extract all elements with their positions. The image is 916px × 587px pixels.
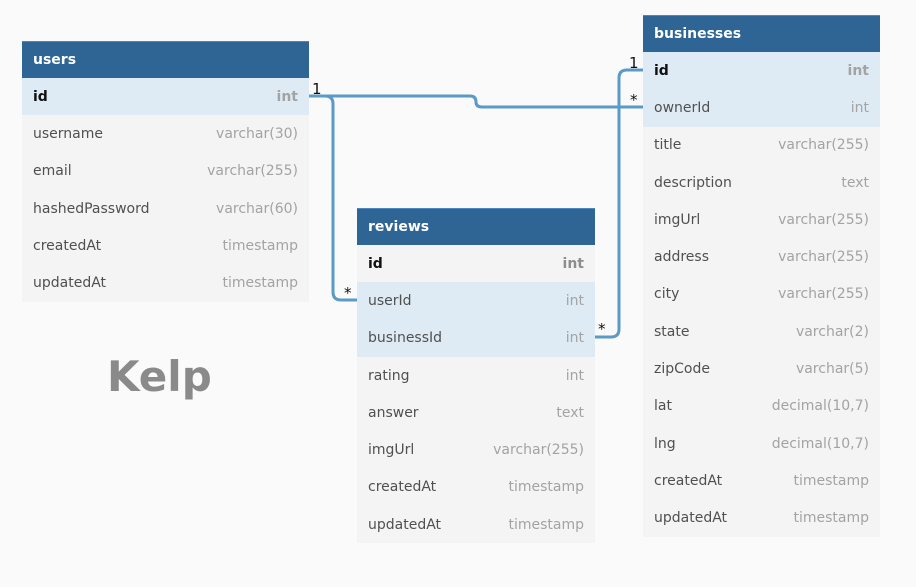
field-name: username <box>33 125 103 142</box>
field-type: varchar(2) <box>795 323 869 340</box>
table-users[interactable]: users id int username varchar(30) email … <box>22 41 309 302</box>
field-name: updatedAt <box>654 510 728 527</box>
field-name: email <box>33 163 72 180</box>
field-type: varchar(255) <box>493 442 584 459</box>
field-name: userId <box>368 292 412 309</box>
field-type: timestamp <box>508 479 584 496</box>
field-type: timestamp <box>222 275 298 292</box>
field-row[interactable]: username varchar(30) <box>22 115 309 152</box>
field-type: int <box>850 99 869 116</box>
card-reviews-business-many: * <box>598 320 606 338</box>
field-type: varchar(5) <box>795 361 869 378</box>
field-row[interactable]: updatedAt timestamp <box>22 264 309 301</box>
field-type: text <box>841 174 869 191</box>
field-row[interactable]: userId int <box>357 282 595 320</box>
field-name: hashedPassword <box>33 200 150 217</box>
field-row[interactable]: lng decimal(10,7) <box>643 425 880 462</box>
field-type: timestamp <box>222 237 298 254</box>
field-row[interactable]: lat decimal(10,7) <box>643 388 880 425</box>
field-row[interactable]: description text <box>643 164 880 201</box>
field-type: int <box>565 330 584 347</box>
field-row[interactable]: city varchar(255) <box>643 276 880 313</box>
field-name: lat <box>654 398 672 415</box>
field-row[interactable]: email varchar(255) <box>22 153 309 190</box>
field-name: createdAt <box>33 237 102 254</box>
field-type: int <box>276 88 298 105</box>
card-businesses-one: 1 <box>629 54 639 72</box>
field-row[interactable]: updatedAt timestamp <box>357 506 595 543</box>
field-type: varchar(255) <box>778 249 869 266</box>
field-name: rating <box>368 367 410 384</box>
field-name: id <box>368 255 383 272</box>
field-type: varchar(255) <box>778 137 869 154</box>
field-row[interactable]: id int <box>22 78 309 116</box>
field-type: text <box>556 404 584 421</box>
field-name: zipCode <box>654 361 710 378</box>
field-name: imgUrl <box>654 211 701 228</box>
field-row[interactable]: hashedPassword varchar(60) <box>22 190 309 227</box>
field-type: decimal(10,7) <box>771 435 869 452</box>
field-type: varchar(255) <box>207 163 298 180</box>
card-reviews-user-many: * <box>344 284 352 302</box>
field-type: timestamp <box>793 472 869 489</box>
field-type: int <box>565 367 584 384</box>
field-name: description <box>654 174 732 191</box>
field-row[interactable]: imgUrl varchar(255) <box>643 201 880 238</box>
rel-users-businesses <box>309 94 643 109</box>
field-type: int <box>562 255 584 272</box>
table-header[interactable]: reviews <box>357 208 595 245</box>
table-businesses[interactable]: businesses id int ownerId int title varc… <box>643 15 880 537</box>
card-businesses-many: * <box>630 91 638 109</box>
field-row[interactable]: createdAt timestamp <box>357 469 595 506</box>
field-name: title <box>654 137 682 154</box>
table-reviews[interactable]: reviews id int userId int businessId int… <box>357 208 595 544</box>
field-row[interactable]: createdAt timestamp <box>643 462 880 499</box>
field-type: int <box>565 292 584 309</box>
field-name: createdAt <box>368 479 437 496</box>
field-type: varchar(60) <box>216 200 298 217</box>
field-type: timestamp <box>508 516 584 533</box>
field-name: updatedAt <box>33 275 107 292</box>
field-type: decimal(10,7) <box>771 398 869 415</box>
field-row[interactable]: title varchar(255) <box>643 127 880 164</box>
field-type: varchar(30) <box>216 125 298 142</box>
field-row[interactable]: createdAt timestamp <box>22 227 309 264</box>
field-type: int <box>847 62 869 79</box>
field-name: imgUrl <box>368 442 415 459</box>
diagram-logo: Kelp <box>107 352 212 401</box>
field-row[interactable]: id int <box>357 245 595 282</box>
table-header[interactable]: businesses <box>643 15 880 52</box>
field-type: varchar(255) <box>778 211 869 228</box>
field-row[interactable]: updatedAt timestamp <box>643 500 880 537</box>
field-row[interactable]: rating int <box>357 357 595 394</box>
field-name: ownerId <box>654 99 711 116</box>
field-name: id <box>33 88 48 105</box>
field-name: city <box>654 286 680 303</box>
field-type: timestamp <box>793 510 869 527</box>
field-name: state <box>654 323 690 340</box>
field-name: id <box>654 62 669 79</box>
card-users-one: 1 <box>312 80 322 98</box>
field-name: address <box>654 249 710 266</box>
field-name: createdAt <box>654 472 723 489</box>
field-type: varchar(255) <box>778 286 869 303</box>
field-row[interactable]: state varchar(2) <box>643 313 880 350</box>
rel-users-reviews <box>309 94 357 302</box>
field-row[interactable]: answer text <box>357 394 595 431</box>
table-header[interactable]: users <box>22 41 309 78</box>
field-name: updatedAt <box>368 516 442 533</box>
field-row[interactable]: zipCode varchar(5) <box>643 350 880 387</box>
rel-businesses-reviews <box>595 68 643 339</box>
field-name: answer <box>368 404 419 421</box>
field-row[interactable]: id int <box>643 52 880 90</box>
field-row[interactable]: ownerId int <box>643 89 880 127</box>
field-name: businessId <box>368 330 443 347</box>
field-row[interactable]: businessId int <box>357 319 595 357</box>
field-name: lng <box>654 435 676 452</box>
field-row[interactable]: imgUrl varchar(255) <box>357 431 595 468</box>
field-row[interactable]: address varchar(255) <box>643 238 880 275</box>
